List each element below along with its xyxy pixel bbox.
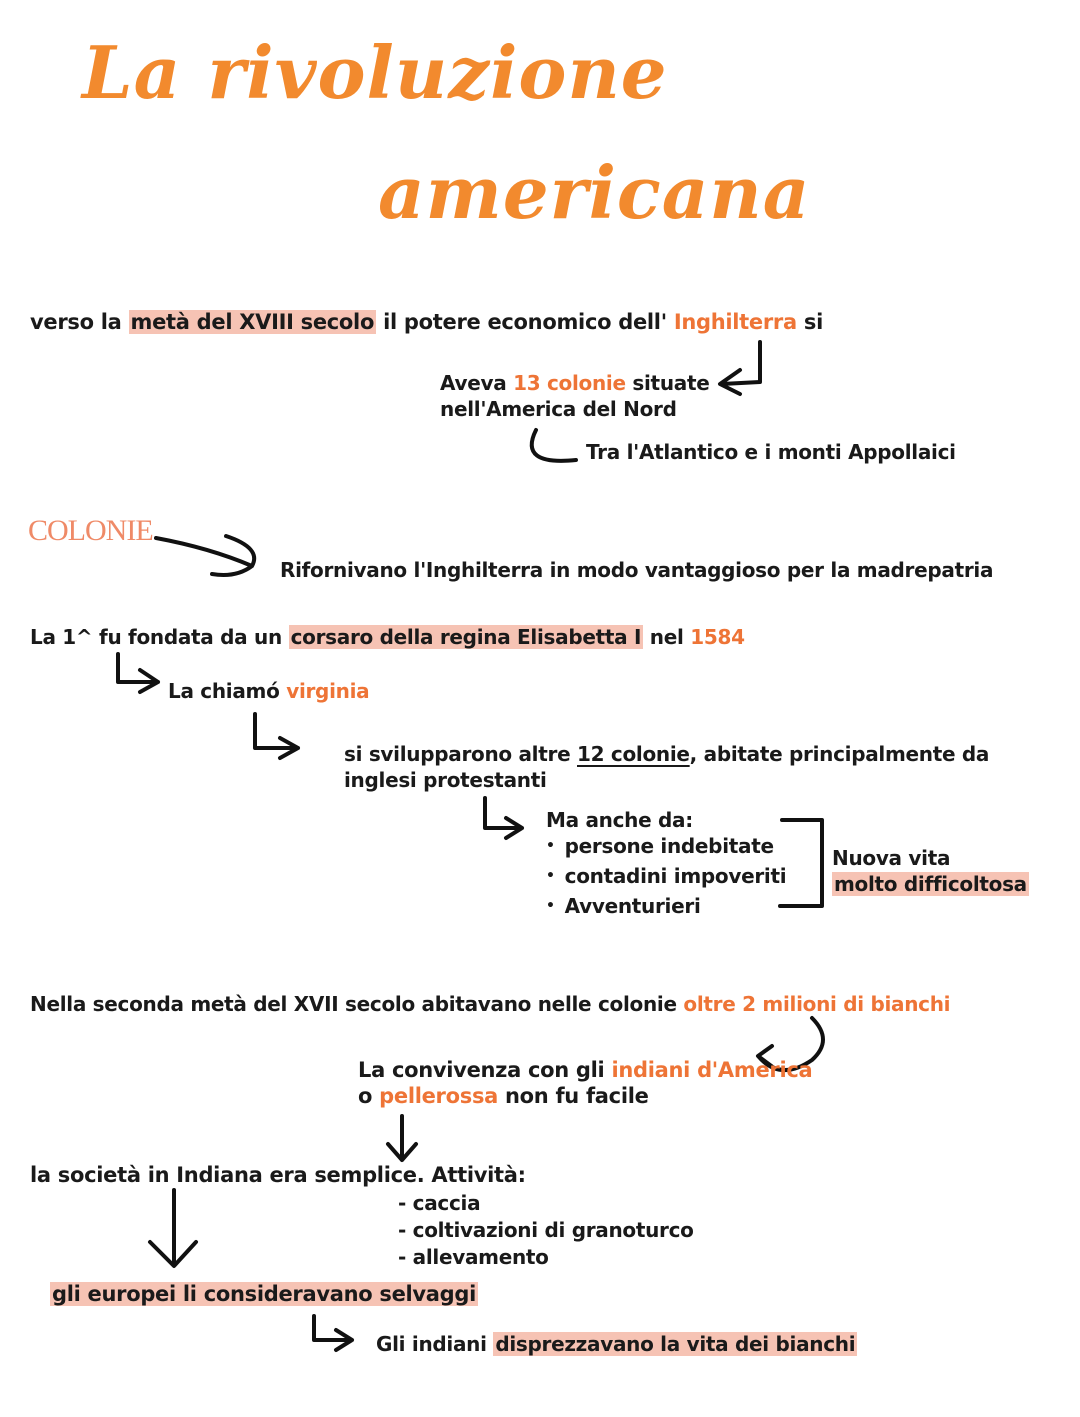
convivenza-line-2: o pellerossa non fu facile xyxy=(358,1084,649,1108)
intro-inghilterra: Inghilterra xyxy=(673,310,797,334)
rifornivano-text: Rifornivano l'Inghilterra in modo vantag… xyxy=(280,558,994,582)
colonies-13-a: Aveva xyxy=(440,371,514,395)
bracket-icon xyxy=(778,818,824,908)
title-line-2: americana xyxy=(378,150,811,235)
societa-line: la società in Indiana era semplice. Atti… xyxy=(30,1163,526,1187)
list-item-label: Avventurieri xyxy=(564,894,701,918)
chiamo-virginia: virginia xyxy=(286,679,370,703)
list-item: contadini impoveriti xyxy=(546,863,787,893)
corner-arrow-icon xyxy=(312,1314,354,1352)
convivenza-b: non fu facile xyxy=(498,1084,649,1108)
seconda-a: Nella seconda metà del XVII secolo abita… xyxy=(30,992,684,1016)
list-item: Avventurieri xyxy=(546,893,786,923)
indiani-highlight: disprezzavano la vita dei bianchi xyxy=(493,1332,858,1356)
first-colony-line: La 1^ fu fondata da un corsaro della reg… xyxy=(30,625,745,649)
first-b: nel xyxy=(643,625,691,649)
intro-text-1: verso la xyxy=(30,310,129,334)
indiani-a: Gli indiani xyxy=(376,1332,494,1356)
curl-arrow-icon xyxy=(756,1016,825,1073)
indiani-line: Gli indiani disprezzavano la vita dei bi… xyxy=(376,1332,858,1356)
intro-text-3: si xyxy=(796,310,823,334)
europei-line: gli europei li consideravano selvaggi xyxy=(50,1282,479,1306)
altre-line-1: si svilupparono altre 12 colonie, abitat… xyxy=(344,742,989,766)
intro-text-2: il potere economico dell' xyxy=(376,310,674,334)
altre-12-colonie: 12 colonie xyxy=(577,742,690,766)
convivenza-o: o xyxy=(358,1084,380,1108)
list-item: persone indebitate xyxy=(546,833,786,863)
europei-highlight: gli europei li consideravano selvaggi xyxy=(50,1282,479,1306)
nuova-vita-line-1: Nuova vita xyxy=(832,846,951,870)
list-item: - coltivazioni di granoturco xyxy=(398,1218,694,1242)
anche-header: Ma anche da: xyxy=(546,808,693,832)
corner-arrow-icon xyxy=(483,796,524,840)
colonies-13-b: situate xyxy=(625,371,710,395)
list-item: - caccia xyxy=(398,1191,481,1215)
convivenza-indiani: indiani d'America xyxy=(611,1058,813,1082)
first-year: 1584 xyxy=(690,625,745,649)
corner-arrow-icon xyxy=(116,652,160,694)
altre-line-2: inglesi protestanti xyxy=(344,768,547,792)
seconda-milioni: oltre 2 milioni di bianchi xyxy=(683,992,951,1016)
convivenza-pellerossa: pellerossa xyxy=(379,1084,499,1108)
list-item: - allevamento xyxy=(398,1245,549,1269)
colonies-13-line-2: nell'America del Nord xyxy=(440,397,677,421)
corner-arrow-icon xyxy=(253,712,300,760)
title-line-1: La rivoluzione xyxy=(82,30,668,115)
list-item-label: persone indebitate xyxy=(564,834,774,858)
down-arrow-icon xyxy=(148,1188,198,1268)
altre-b: , abitate principalmente da xyxy=(689,742,990,766)
attivita-list: - caccia - coltivazioni di granoturco - … xyxy=(398,1190,694,1271)
intro-highlight: metà del XVIII secolo xyxy=(128,310,377,334)
chiamo-a: La chiamó xyxy=(168,679,287,703)
convivenza-line-1: La convivenza con gli indiani d'America xyxy=(358,1058,813,1082)
chiamo-line: La chiamó virginia xyxy=(168,679,370,703)
altre-a: si svilupparono altre xyxy=(344,742,577,766)
colonie-arrow-icon xyxy=(154,534,257,577)
colonies-13-line-1: Aveva 13 colonie situate xyxy=(440,371,710,395)
list-item-label: contadini impoveriti xyxy=(564,864,787,888)
convivenza-a: La convivenza con gli xyxy=(358,1058,612,1082)
nuova-vita-highlight: molto difficoltosa xyxy=(832,872,1029,896)
seconda-line: Nella seconda metà del XVII secolo abita… xyxy=(30,992,951,1016)
colonies-13-count: 13 colonie xyxy=(513,371,626,395)
curve-connector-icon xyxy=(529,428,578,463)
between-text: Tra l'Atlantico e i monti Appollaici xyxy=(586,440,956,464)
return-arrow-icon xyxy=(718,340,762,396)
intro-line: verso la metà del XVIII secolo il potere… xyxy=(30,310,823,334)
first-highlight: corsaro della regina Elisabetta I xyxy=(288,625,644,649)
down-arrow-icon xyxy=(386,1114,418,1162)
colonie-label: COLONIE xyxy=(28,514,154,547)
nuova-vita-line-2: molto difficoltosa xyxy=(832,872,1029,896)
first-a: La 1^ fu fondata da un xyxy=(30,625,289,649)
anche-list: persone indebitate contadini impoveriti … xyxy=(546,833,787,923)
